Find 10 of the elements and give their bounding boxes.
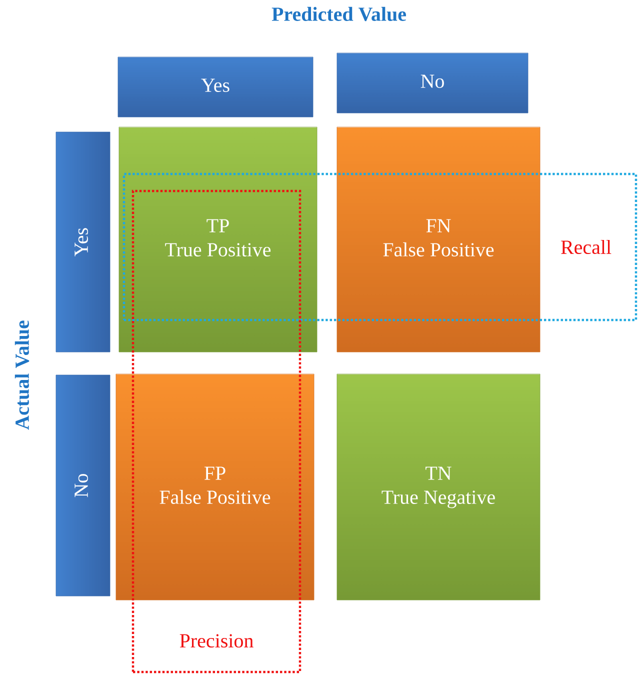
cell-box: TN True Negative	[336, 374, 540, 600]
axis-title: Actual Value	[14, 320, 30, 430]
cell-box: FN False Positive	[336, 126, 540, 352]
header-box: Yes	[118, 56, 314, 118]
cell-box: TP True Positive	[118, 126, 318, 352]
title: Predicted Value	[272, 6, 406, 22]
header-box: No	[56, 374, 110, 596]
header-box: Yes	[56, 132, 110, 352]
cell-box: FP False Positive	[116, 374, 314, 600]
header-box: No	[336, 52, 528, 114]
